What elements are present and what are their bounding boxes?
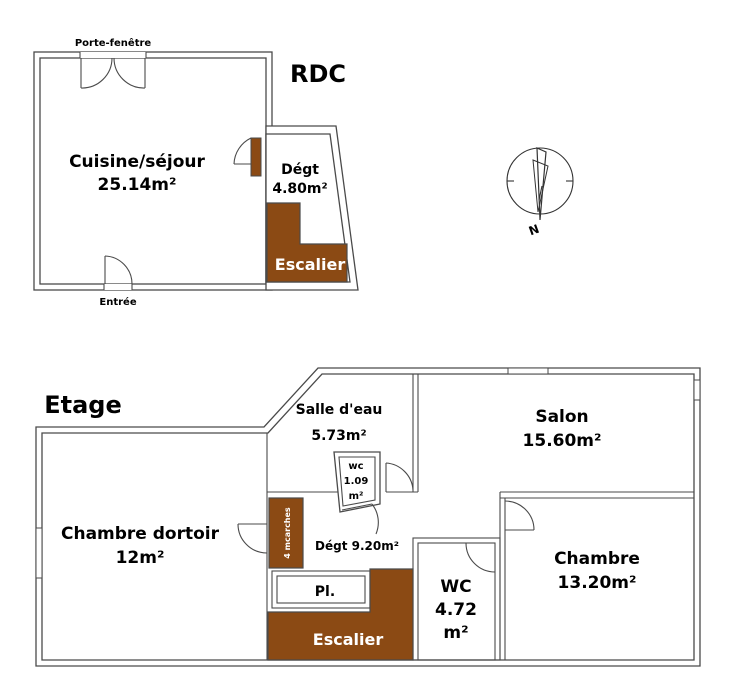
dormitory-name: Chambre dortoir — [61, 524, 220, 544]
small-wc-outer-wall — [333, 451, 381, 513]
four-steps — [268, 497, 304, 569]
living-room-inner-wall — [39, 57, 267, 285]
salon-name: Salon — [535, 407, 588, 427]
patio-door-label: Porte-fenêtre — [75, 37, 152, 49]
bathroom-area: 5.73m² — [311, 428, 366, 444]
bedroom-area: 13.20m² — [558, 573, 637, 593]
closet-label: Pl. — [315, 584, 335, 600]
upper-floor-title: Etage — [44, 391, 122, 419]
wc-line3: m² — [443, 623, 468, 643]
closet-inner-wall — [276, 575, 366, 604]
upper-stairs — [267, 568, 414, 661]
dormitory-door-icon — [237, 523, 268, 554]
salon-window-icon — [693, 379, 701, 401]
ground-stairs-label: Escalier — [275, 255, 346, 274]
small-wc-door-icon — [341, 503, 379, 535]
ground-hall-area: 4.80m² — [272, 181, 327, 197]
entrance-label: Entrée — [99, 296, 136, 308]
patio-door-icon — [79, 52, 147, 89]
wc-inner-wall — [417, 542, 496, 661]
entrance-door-icon — [103, 255, 133, 290]
ground-stairs — [266, 202, 348, 283]
four-steps-label: 4 mcarches — [283, 507, 292, 559]
small-wc-inner-wall — [338, 456, 376, 507]
bathroom-door-icon — [385, 462, 414, 492]
salon-top-window-icon — [507, 367, 549, 375]
living-room-name: Cuisine/séjour — [69, 152, 205, 172]
living-hall-door-icon — [233, 137, 262, 177]
bedroom-name: Chambre — [554, 549, 640, 569]
bedroom-door-icon — [504, 500, 535, 531]
wc-line1: WC — [440, 577, 471, 597]
bathroom-name: Salle d'eau — [296, 402, 383, 418]
small-wc-line2: 1.09 — [344, 476, 369, 487]
upper-hall-label: Dégt 9.20m² — [315, 539, 399, 553]
upper-floor: Escalier 4 mcarches Etage Salle d'eau 5.… — [35, 367, 701, 667]
wc-line2: 4.72 — [435, 600, 477, 620]
dormitory-area: 12m² — [116, 548, 165, 568]
wc-door-icon — [465, 542, 496, 573]
north-arrow-icon — [506, 147, 574, 221]
living-room-area: 25.14m² — [98, 175, 177, 195]
salon-area: 15.60m² — [523, 431, 602, 451]
ground-hall-name: Dégt — [281, 162, 319, 178]
upper-stairs-label: Escalier — [313, 630, 384, 649]
dormitory-window-icon — [35, 527, 43, 579]
ground-floor-title: RDC — [290, 60, 346, 88]
ground-floor: Escalier Porte-fenêtre Entrée Cuis — [33, 37, 359, 308]
upper-floor-inner-wall — [41, 373, 695, 661]
small-wc-line3: m² — [349, 491, 364, 502]
compass-north-label: N — [527, 222, 541, 239]
small-wc-line1: wc — [348, 461, 363, 472]
